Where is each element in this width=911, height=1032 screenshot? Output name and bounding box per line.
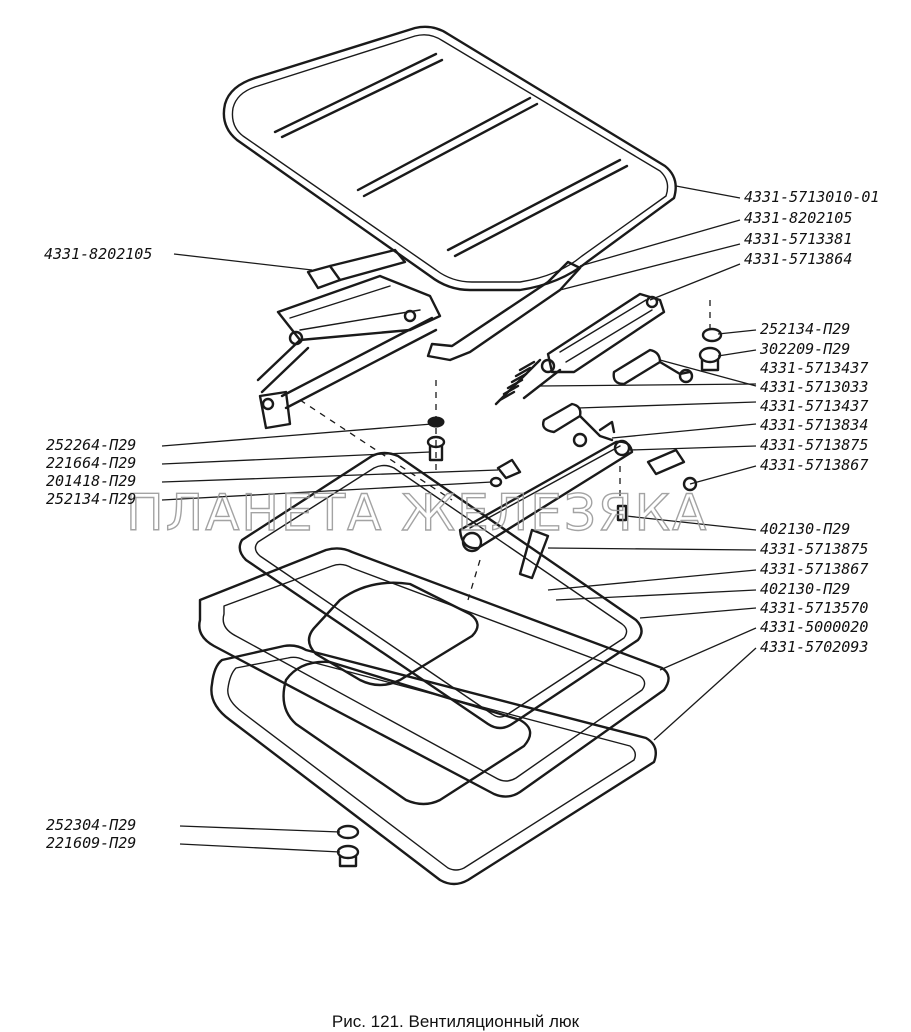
figure-caption: Рис. 121. Вентиляционный люк bbox=[331, 1012, 580, 1031]
label-pin-a: 4331-5713437 bbox=[760, 359, 868, 377]
label-washer-mid: 252134-П29 bbox=[46, 490, 136, 508]
label-link: 4331-5713834 bbox=[760, 416, 868, 434]
label-pin-b: 4331-5713437 bbox=[760, 397, 868, 415]
label-washer-left: 252264-П29 bbox=[46, 436, 136, 454]
label-frame-lower: 4331-5702093 bbox=[760, 638, 868, 656]
left-hinge-assembly bbox=[256, 248, 442, 430]
label-shaft-a: 4331-5713875 bbox=[760, 436, 868, 454]
label-bolt-bottom: 221609-П29 bbox=[46, 834, 136, 852]
label-bolt-left: 221664-П29 bbox=[46, 454, 136, 472]
watermark: ПЛАНЕТА ЖЕЛЕЗЯКА bbox=[126, 484, 708, 542]
hatch-cover bbox=[222, 25, 677, 292]
label-bolt-a: 302209-П29 bbox=[759, 340, 850, 358]
spring bbox=[494, 358, 562, 406]
label-hinge-right: 4331-8202105 bbox=[744, 209, 852, 227]
frame-seal bbox=[198, 547, 670, 798]
leader-lines bbox=[161, 185, 757, 853]
label-spring: 4331-5713033 bbox=[760, 378, 868, 396]
label-hatch-cover: 4331-5713010-01 bbox=[744, 188, 879, 206]
label-bolt-mid: 201418-П29 bbox=[46, 472, 136, 490]
frame-lower bbox=[210, 644, 657, 886]
shaft-assembly bbox=[458, 420, 634, 580]
label-frame-upper: 4331-5713570 bbox=[760, 599, 868, 617]
label-washer-a: 252134-П29 bbox=[760, 320, 850, 338]
label-shaft-b: 4331-5713875 bbox=[760, 540, 868, 558]
label-cotter-b: 402130-П29 bbox=[760, 580, 850, 598]
bottom-fastener bbox=[336, 824, 360, 868]
assembly-axes bbox=[299, 300, 711, 601]
label-washer-bottom: 252304-П29 bbox=[46, 816, 136, 834]
right-lever bbox=[426, 260, 582, 362]
label-lever: 4331-5713381 bbox=[744, 230, 852, 248]
label-clevis-a: 4331-5713867 bbox=[760, 456, 868, 474]
label-hinge-left: 4331-8202105 bbox=[44, 245, 152, 263]
washer-bolt-right bbox=[698, 327, 723, 372]
fasteners-left bbox=[426, 416, 628, 522]
part-labels: 4331-5713010-01 4331-8202105 4331-571338… bbox=[44, 188, 879, 852]
clevis-right bbox=[646, 448, 698, 492]
bracket bbox=[540, 292, 666, 374]
pin-assembly bbox=[541, 348, 694, 448]
label-clevis-b: 4331-5713867 bbox=[760, 560, 868, 578]
label-bracket: 4331-5713864 bbox=[744, 250, 852, 268]
label-frame-seal: 4331-5000020 bbox=[760, 618, 868, 636]
label-cotter-a: 402130-П29 bbox=[760, 520, 850, 538]
